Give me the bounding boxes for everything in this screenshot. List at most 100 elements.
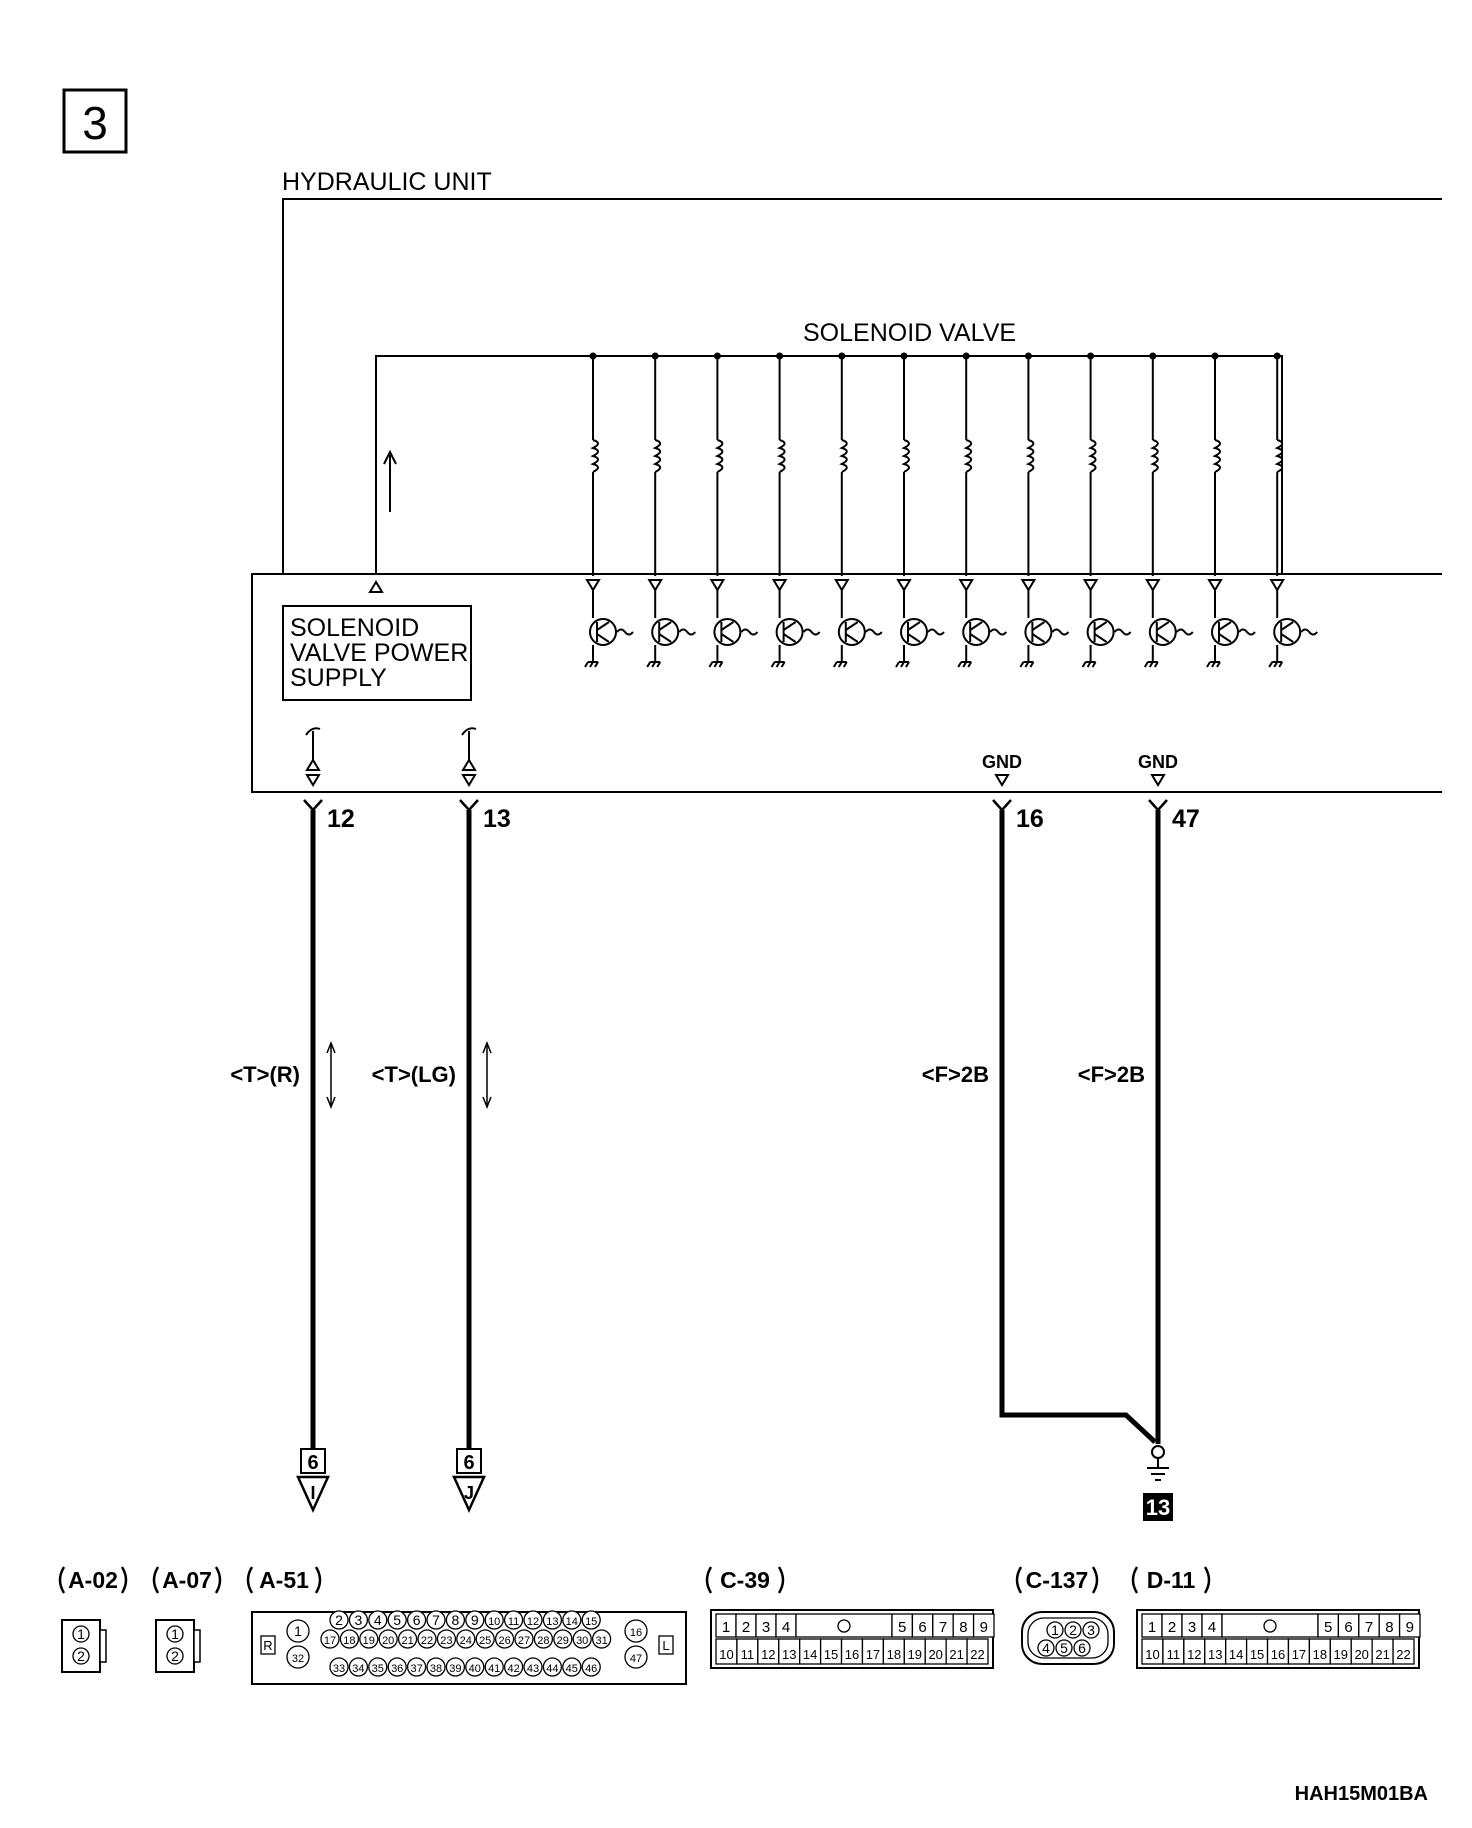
pin-13 [542, 1610, 563, 1630]
pin-label-2: 2 [335, 1612, 343, 1628]
pin-label-15: 15 [585, 1616, 597, 1628]
transistor-body [900, 618, 928, 646]
pin-26 [494, 1629, 515, 1649]
pin-label-46: 46 [585, 1663, 597, 1675]
coil-winding [1212, 439, 1221, 473]
pin-label-4: 4 [1042, 1640, 1050, 1656]
pin-label-1: 1 [1051, 1622, 1059, 1638]
cell-label-18: 18 [1313, 1647, 1327, 1662]
gnd-arrow-47 [1150, 774, 1166, 787]
transistor-body [837, 618, 866, 646]
cell-label-11: 11 [741, 1647, 755, 1662]
terminal-arrow [1020, 579, 1037, 592]
cell-label-5: 5 [898, 1619, 906, 1636]
id-brackets [152, 1566, 222, 1594]
solenoid-6 [895, 352, 945, 668]
destination-ref-j: 6 J [452, 1448, 486, 1514]
gnd-label-16: GND [982, 752, 1022, 772]
pin-label-38: 38 [430, 1663, 442, 1675]
solenoid-11 [1206, 352, 1256, 668]
cell-label-4: 4 [1208, 1619, 1216, 1636]
pin-label-2: 2 [1069, 1622, 1077, 1638]
wire-16 [999, 810, 1157, 1444]
chassis-hatch [1206, 661, 1221, 668]
transistor-collector [783, 621, 797, 631]
ground-symbol [1147, 1445, 1169, 1481]
pin-label-44: 44 [546, 1663, 558, 1675]
transistor-collector [1031, 621, 1045, 631]
transistor-emitter [1280, 633, 1294, 643]
base-signal [1238, 628, 1256, 636]
transistor-collector [720, 621, 734, 631]
pin-4 [1037, 1639, 1055, 1657]
transistor-body [1148, 618, 1177, 646]
pin-2 [166, 1647, 184, 1665]
transistor-emitter [720, 633, 734, 643]
base-signal [1176, 628, 1194, 636]
pin-label-23: 23 [440, 1635, 452, 1647]
terminal-arrow [1207, 579, 1223, 592]
pin-label-10: 10 [488, 1616, 500, 1628]
pin-32 [286, 1645, 310, 1669]
pin-label-2: 2 [77, 1648, 85, 1664]
cell-label-13: 13 [1208, 1647, 1222, 1662]
pin-label-1: 1 [171, 1626, 179, 1642]
power-supply-line-1: SOLENOID [290, 614, 419, 642]
pin-label-2: 2 [171, 1648, 179, 1664]
pin-11 [503, 1610, 524, 1630]
pin-34 [348, 1657, 369, 1677]
solenoid-9 [1081, 352, 1132, 668]
pin-label-6: 6 [1078, 1640, 1086, 1656]
connector-id-c-39: C-39 [705, 1566, 785, 1594]
cell-label-1: 1 [1148, 1619, 1156, 1636]
connector-id-a-02: A-02 [58, 1566, 128, 1594]
wire-label-47: <F>2B [1078, 1062, 1145, 1087]
cell-label-2: 2 [1168, 1619, 1176, 1636]
chassis-hatch [1019, 661, 1035, 668]
figure-code: HAH15M01BA [1295, 1783, 1428, 1805]
pin-label-22: 22 [421, 1635, 433, 1647]
pin-label-1: 1 [77, 1626, 85, 1642]
direction-arrows [326, 1040, 492, 1110]
dest-box-j: 6 [463, 1452, 474, 1474]
pin-36 [387, 1657, 407, 1677]
pin-label-29: 29 [557, 1635, 569, 1647]
pin-47 [624, 1645, 648, 1669]
connector-id-text: C-137 [1026, 1567, 1089, 1593]
pin-28 [533, 1629, 554, 1649]
coil-winding [1150, 439, 1159, 473]
pin-25 [475, 1629, 495, 1649]
cell-9 [1398, 1613, 1421, 1638]
coil-winding [839, 439, 848, 473]
transistor-collector [1280, 621, 1294, 631]
cell-9 [972, 1613, 995, 1638]
connector-id-text: A-02 [68, 1567, 118, 1593]
base-signal [927, 628, 945, 636]
cell-label-4: 4 [782, 1619, 790, 1636]
key-hole [837, 1619, 851, 1633]
solenoid-2 [646, 352, 696, 668]
connector-id-text: A-51 [259, 1567, 309, 1593]
base-signal [865, 628, 883, 636]
terminal-arrow [1082, 579, 1099, 592]
transistor-body [651, 618, 680, 646]
pin-label-18: 18 [343, 1635, 355, 1647]
pin-12 [523, 1610, 543, 1630]
pin-33 [329, 1657, 349, 1677]
page-number: 3 [82, 97, 108, 149]
transistor-body [1273, 618, 1302, 646]
pin-4 [368, 1610, 388, 1630]
pin-40 [465, 1657, 485, 1677]
transistor-collector [1094, 621, 1108, 631]
cell-label-12: 12 [761, 1647, 775, 1662]
pin-label-37: 37 [410, 1663, 422, 1675]
connector-id-a-51: A-51 [246, 1566, 322, 1594]
cell-label-5: 5 [1324, 1619, 1332, 1636]
pin-label-26: 26 [498, 1635, 510, 1647]
wire-label-16: <F>2B [922, 1062, 989, 1087]
pin-12: 12 [327, 805, 355, 833]
ground-point-number: 13 [1146, 1495, 1170, 1520]
transistor-collector [1218, 621, 1232, 631]
pin-6 [406, 1610, 427, 1630]
